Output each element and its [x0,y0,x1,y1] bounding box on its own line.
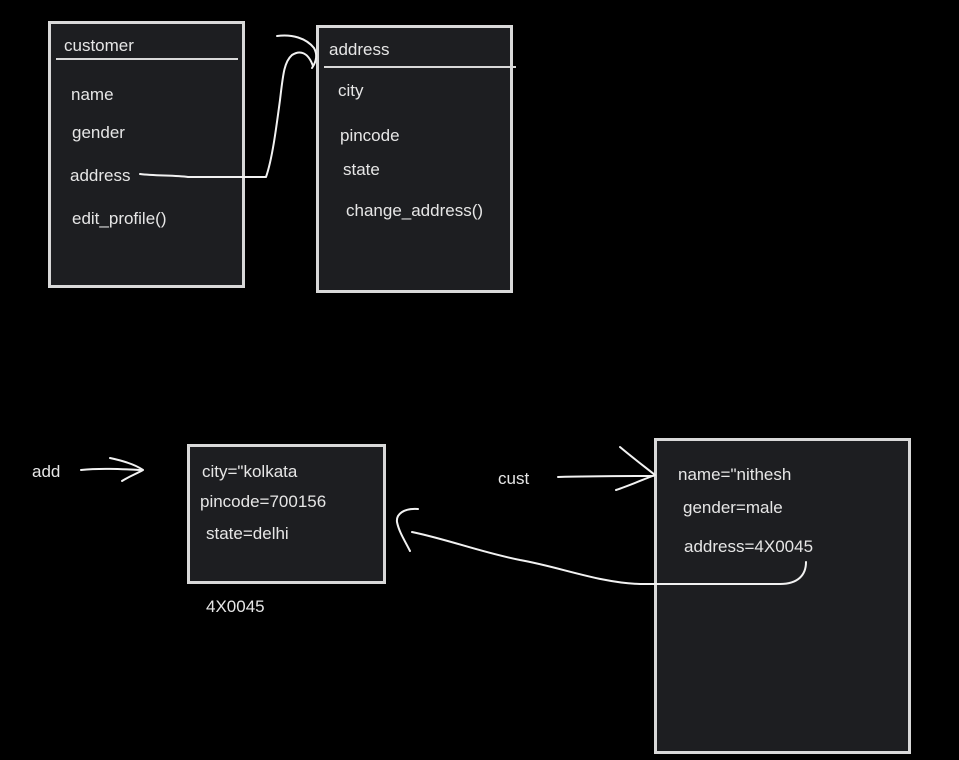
address-association-arrowhead [276,34,318,69]
address-object-pincode: pincode=700156 [200,492,327,511]
address-class-divider [324,66,516,68]
add-reference-arrow-line [80,467,142,471]
cust-reference-arrow-line [557,475,654,478]
add-reference-label: add [32,462,61,481]
address-object-memory-address: 4X0045 [206,597,265,616]
address-association-connector [139,51,314,178]
address-member-state: state [343,160,380,179]
address-object-city: city="kolkata [202,462,298,481]
customer-member-gender: gender [72,123,125,142]
customer-class-box [48,21,245,288]
customer-member-address: address [70,166,131,185]
address-member-city: city [338,81,364,100]
address-object-box [187,444,386,584]
address-member-pincode: pincode [340,126,400,145]
customer-object-gender: gender=male [683,498,783,517]
cust-reference-label: cust [498,469,530,488]
customer-object-box [654,438,911,754]
customer-member-edit-profile: edit_profile() [72,209,167,228]
customer-class-divider [56,58,238,60]
address-member-change-address: change_address() [346,201,484,220]
address-class-box [316,25,513,293]
customer-object-address: address=4X0045 [684,537,814,556]
add-reference-arrowhead [109,457,144,482]
address-class-title: address [329,40,390,59]
cust-reference-arrowhead [615,446,656,491]
customer-object-name: name="nithesh [678,465,792,484]
address-object-state: state=delhi [206,524,289,543]
address-pointer-connector [411,531,807,585]
customer-class-title: customer [64,36,134,55]
address-pointer-arrowhead [395,507,419,552]
customer-member-name: name [71,85,114,104]
